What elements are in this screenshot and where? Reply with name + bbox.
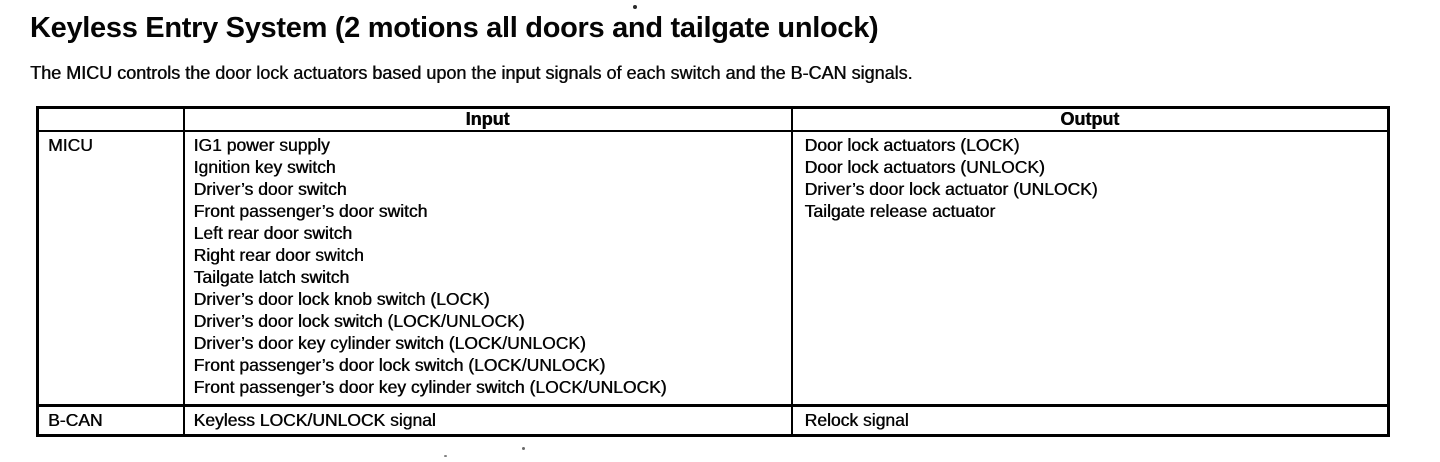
input-item: Driver’s door key cylinder switch (LOCK/… (193, 333, 586, 353)
output-cell-micu: Door lock actuators (LOCK) Door lock act… (790, 130, 1390, 407)
header-output: Output (790, 106, 1390, 132)
input-cell-micu: IG1 power supply Ignition key switch Dri… (182, 130, 793, 407)
input-cell-bcan: Keyless LOCK/UNLOCK signal (182, 404, 793, 437)
output-item: Tailgate release actuator (804, 201, 996, 221)
source-cell-micu: MICU (36, 130, 185, 407)
input-item: Keyless LOCK/UNLOCK signal (193, 410, 436, 430)
source-label: MICU (48, 135, 93, 155)
output-item: Door lock actuators (LOCK) (804, 135, 1020, 155)
document-page: Keyless Entry System (2 motions all door… (30, 12, 1390, 437)
input-item: Driver’s door switch (193, 179, 347, 199)
output-item: Relock signal (804, 410, 909, 430)
intro-text: The MICU controls the door lock actuator… (30, 63, 913, 83)
output-item: Door lock actuators (UNLOCK) (804, 157, 1045, 177)
output-item: Driver’s door lock actuator (UNLOCK) (804, 179, 1098, 199)
input-item: Front passenger’s door lock switch (LOCK… (193, 355, 606, 375)
scan-speck (522, 447, 525, 450)
input-item: IG1 power supply (193, 135, 330, 155)
output-cell-bcan: Relock signal (790, 404, 1390, 437)
scan-speck (444, 455, 447, 457)
header-input: Input (182, 106, 793, 132)
source-label: B-CAN (48, 410, 103, 430)
table-header-row: Input Output (36, 106, 1390, 132)
table-row-micu: MICU IG1 power supply Ignition key switc… (36, 130, 1390, 407)
input-item: Left rear door switch (193, 223, 353, 243)
source-cell-bcan: B-CAN (36, 404, 185, 437)
input-item: Driver’s door lock switch (LOCK/UNLOCK) (193, 311, 525, 331)
page-title: Keyless Entry System (2 motions all door… (30, 12, 879, 44)
input-item: Ignition key switch (193, 157, 336, 177)
input-item: Right rear door switch (193, 245, 364, 265)
input-item: Driver’s door lock knob switch (LOCK) (193, 289, 490, 309)
header-corner-cell (36, 106, 185, 132)
io-table: Input Output MICU IG1 power supply Ignit… (36, 106, 1390, 437)
input-item: Tailgate latch switch (193, 267, 350, 287)
input-item: Front passenger’s door key cylinder swit… (193, 377, 667, 397)
table-row-bcan: B-CAN Keyless LOCK/UNLOCK signal Relock … (36, 404, 1390, 437)
input-item: Front passenger’s door switch (193, 201, 428, 221)
